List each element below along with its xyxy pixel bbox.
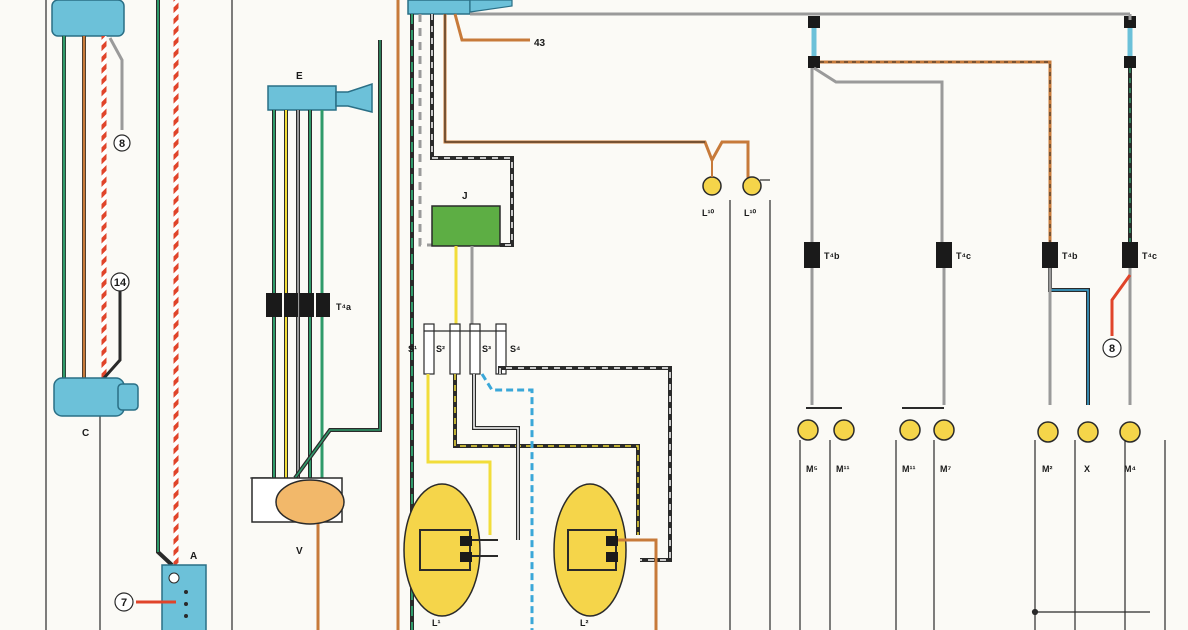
lamp-m2-label: M² — [1042, 464, 1053, 474]
switch-e-group: E T⁴a V — [250, 40, 382, 630]
fuse-s2-label: S² — [436, 344, 445, 354]
component-e-label: E — [296, 71, 303, 82]
lamp-m7 — [933, 419, 955, 441]
central-harness: 43 J — [396, 0, 1130, 630]
lamp-m5-label: M⁵ — [806, 464, 818, 474]
lamp-m4 — [1119, 421, 1141, 443]
headlamp-l2-label: L² — [580, 618, 589, 628]
component-a-label: A — [190, 551, 197, 562]
ref-circle-8-right — [1102, 338, 1122, 358]
bulb-l10-right — [742, 176, 762, 196]
ref-circle-14-label: 14 — [114, 277, 127, 289]
ref-circle-8-top — [113, 134, 131, 152]
battery — [161, 564, 207, 630]
connector-t4b-1-label: T⁴b — [824, 251, 840, 261]
lamp-m11-left-label: M¹¹ — [836, 464, 850, 474]
connector-t4b-2-label: T⁴b — [1062, 251, 1078, 261]
component-c-label: C — [82, 428, 89, 439]
connector-t4c-2-label: T⁴c — [1142, 251, 1157, 261]
battery-group: A 7 — [114, 0, 207, 630]
starter-motor — [53, 377, 125, 417]
lamp-x-label: X — [1084, 464, 1090, 474]
component-c-group: C 8 14 — [51, 0, 139, 439]
component-v-label: V — [296, 546, 303, 557]
relay-j — [431, 205, 501, 247]
lamp-m7-label: M⁷ — [940, 464, 951, 474]
distributor-v — [275, 479, 345, 525]
lamp-m11-right — [899, 419, 921, 441]
connector-t4b-2 — [1042, 242, 1058, 268]
connector-t4c-1-label: T⁴c — [956, 251, 971, 261]
connector-t4b-1 — [804, 242, 820, 268]
bulbs-l10: L¹⁰ L¹⁰ — [702, 160, 770, 218]
lamp-m11-left — [833, 419, 855, 441]
connector-t4c-1 — [936, 242, 952, 268]
right-lamp-groups: T⁴b T⁴c T⁴b T⁴c 8 M⁵ M¹¹ M¹¹ M⁷ M² X M⁴ — [797, 14, 1157, 474]
lamp-m5 — [797, 419, 819, 441]
component-j-label: J — [462, 191, 468, 202]
switch-e — [267, 85, 337, 111]
lamp-x — [1077, 421, 1099, 443]
bulb-l10-right-label: L¹⁰ — [744, 208, 756, 218]
fuse-s4-label: S⁴ — [510, 344, 520, 354]
headlamp-l1-label: L¹ — [432, 618, 441, 628]
connector-t4a-label: T⁴a — [336, 302, 352, 312]
ref-circle-8-right-label: 8 — [1109, 343, 1115, 355]
connector-t4a-block-1 — [266, 293, 282, 317]
lamp-m4-label: M⁴ — [1124, 464, 1136, 474]
bulb-l10-left-label: L¹⁰ — [702, 208, 714, 218]
lamp-m2 — [1037, 421, 1059, 443]
frame-lines — [45, 0, 1166, 630]
fuse-s1-label: S¹ — [408, 344, 417, 354]
ref-circle-7 — [114, 592, 134, 612]
headlamp-l1 — [403, 483, 481, 617]
fuse-row: S¹ S² S³ S⁴ — [408, 323, 672, 630]
component-c-top — [51, 0, 125, 37]
top-connector-block — [407, 0, 471, 15]
connector-t4c-2 — [1122, 242, 1138, 268]
ref-circle-8-top-label: 8 — [119, 138, 125, 150]
ref-circle-7-label: 7 — [121, 597, 127, 609]
ref-43-label: 43 — [534, 38, 546, 49]
headlamp-l2 — [553, 483, 627, 617]
headlamps: L¹ L² — [403, 483, 658, 630]
fuse-s3-label: S³ — [482, 344, 491, 354]
bulb-l10-left — [702, 176, 722, 196]
ref-circle-14 — [110, 272, 130, 292]
lamp-m11-right-label: M¹¹ — [902, 464, 916, 474]
